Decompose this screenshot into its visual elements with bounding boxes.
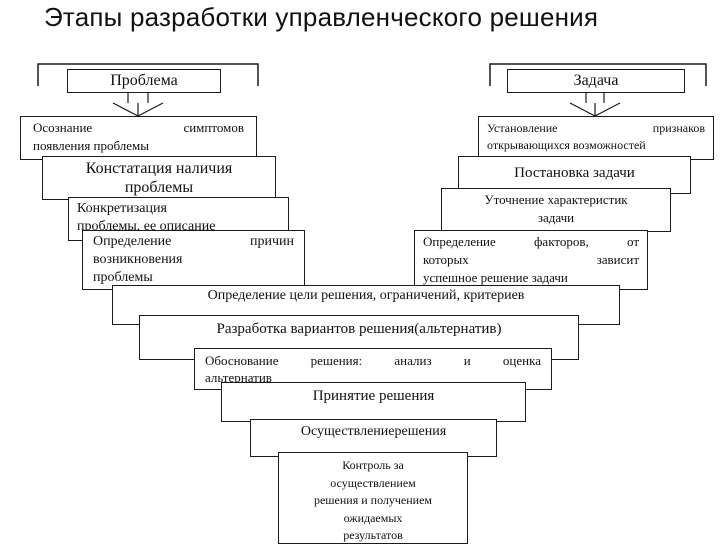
left-step-2: Констатация наличия проблемы [42, 156, 276, 200]
right-step-3: Уточнение характеристик задачи [441, 188, 671, 232]
right-down-arrow-icon [569, 93, 621, 117]
center-step-4: Принятие решения [221, 382, 526, 422]
left-step-4: Определение причин возникновения проблем… [82, 230, 305, 290]
left-step-1: Осознание симптомов появления проблемы [20, 116, 257, 160]
left-down-arrow-icon [112, 93, 164, 117]
page-title: Этапы разработки управленческого решения [44, 2, 599, 32]
center-step-6: Контроль за осуществлением решения и пол… [278, 452, 468, 544]
problem-header: Проблема [67, 69, 221, 93]
task-header: Задача [507, 69, 685, 93]
center-step-5: Осуществлениерешения [250, 419, 497, 457]
right-step-4: Определение факторов, от которых зависит… [414, 230, 648, 290]
right-step-1: Установление признаков открывающихся воз… [478, 116, 714, 160]
